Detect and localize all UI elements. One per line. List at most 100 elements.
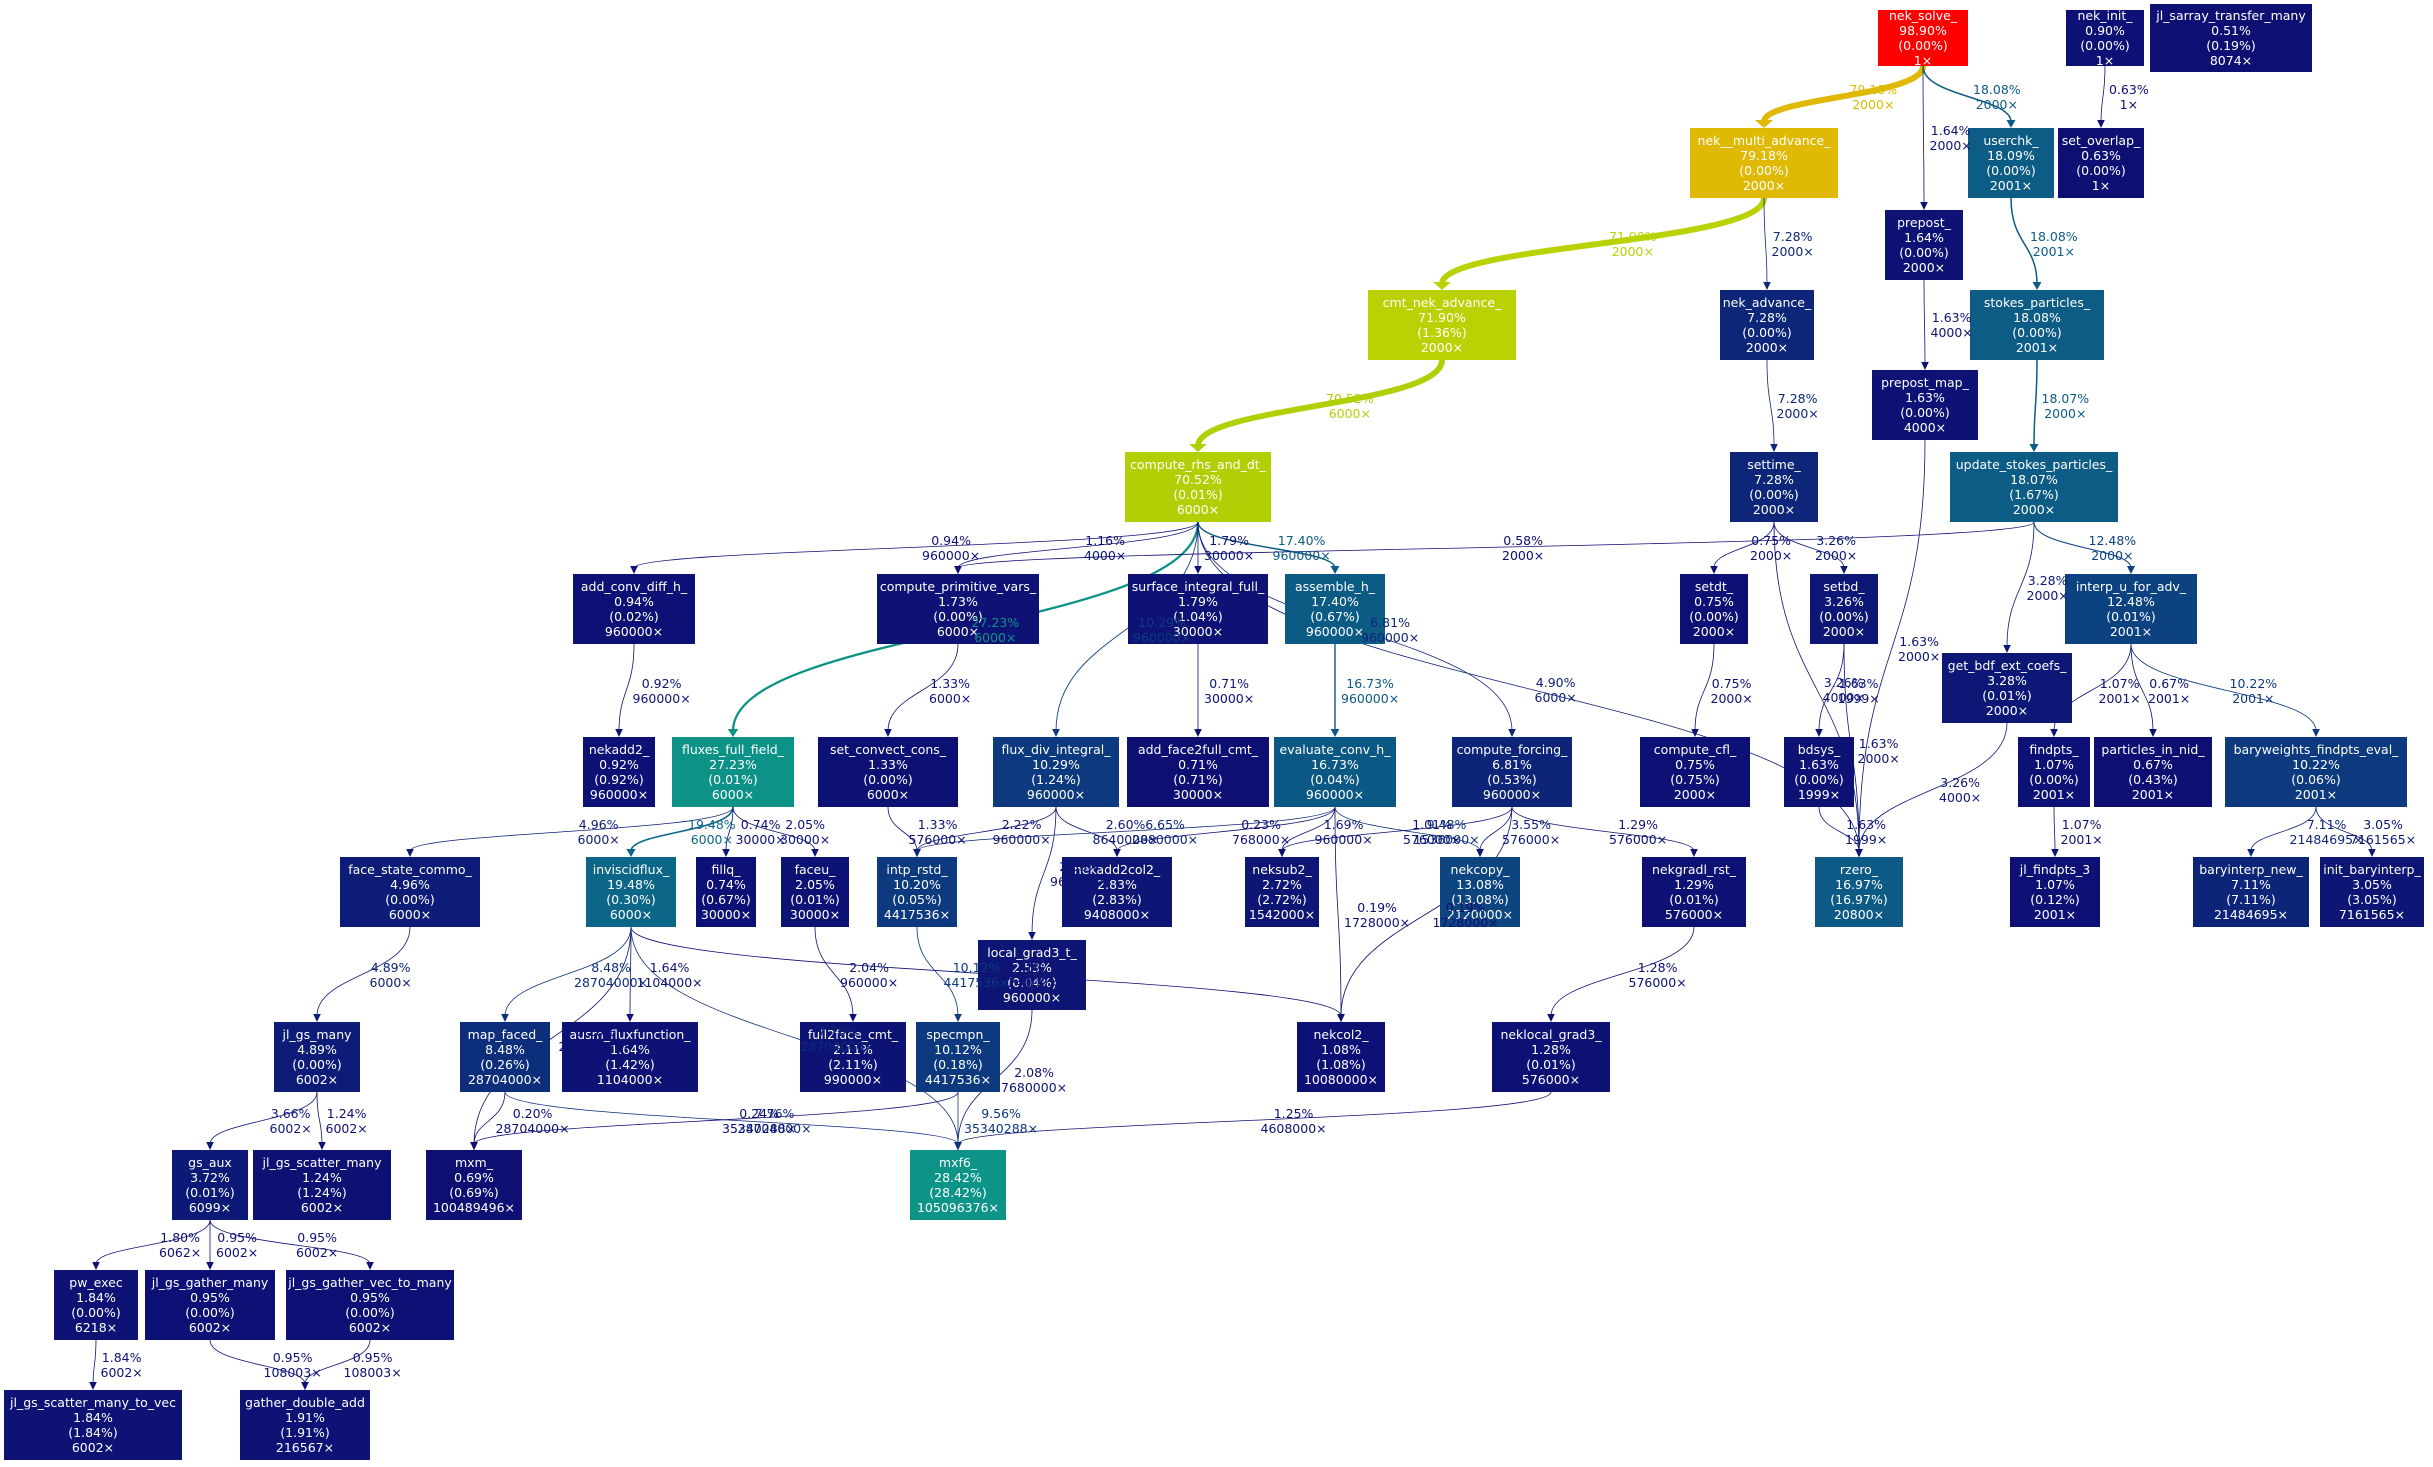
node-call-count: 6002×	[348, 1320, 392, 1335]
node-call-count: 6000×	[1176, 502, 1220, 517]
node-nek-multi-advance[interactable]: nek__multi_advance_79.18%(0.00%)2000×	[1690, 128, 1838, 198]
node-specmpn[interactable]: specmpn_10.12%(0.18%)4417536×	[916, 1022, 1000, 1092]
node-update-stokes[interactable]: update_stokes_particles_18.07%(1.67%)200…	[1950, 452, 2118, 522]
node-inviscidflux[interactable]: inviscidflux_19.48%(0.30%)6000×	[586, 857, 676, 927]
node-call-count: 1104000×	[596, 1072, 664, 1087]
node-init-baryinterp[interactable]: init_baryinterp_3.05%(3.05%)7161565×	[2320, 857, 2424, 927]
node-local-grad3-t[interactable]: local_grad3_t_2.53%(0.04%)960000×	[978, 940, 1086, 1010]
node-surface-integral[interactable]: surface_integral_full_1.79%(1.04%)30000×	[1128, 574, 1268, 644]
node-compute-rhs[interactable]: compute_rhs_and_dt_70.52%(0.01%)6000×	[1125, 452, 1271, 522]
node-get-bdf[interactable]: get_bdf_ext_coefs_3.28%(0.01%)2000×	[1942, 653, 2072, 723]
edge-arrowhead	[1920, 202, 1928, 210]
node-function-name: mxm_	[454, 1155, 493, 1170]
node-set-overlap[interactable]: set_overlap_0.63%(0.00%)1×	[2058, 128, 2144, 198]
node-total-percent: 98.90%	[1899, 23, 1947, 38]
edge-call-count: 6002×	[296, 1245, 339, 1260]
node-full2face-cmt[interactable]: full2face_cmt_2.11%(2.11%)990000×	[800, 1022, 906, 1092]
node-neklocal-grad3[interactable]: neklocal_grad3_1.28%(0.01%)576000×	[1492, 1022, 1610, 1092]
edge-arrowhead	[318, 1142, 326, 1150]
edge-call-count: 2000×	[1815, 548, 1858, 563]
node-call-count: 4417536×	[883, 907, 951, 922]
edge-label: 79.18%2000×	[1850, 82, 1898, 112]
edge-label: 19.48%6000×	[688, 817, 736, 847]
edge-call-count: 28704000×	[737, 1121, 812, 1136]
edge-label: 1.24%6002×	[326, 1106, 368, 1136]
node-mxm[interactable]: mxm_0.69%(0.69%)100489496×	[426, 1150, 522, 1220]
edge-label: 1.63%1999×	[1845, 817, 1887, 847]
node-add-conv-diff[interactable]: add_conv_diff_h_0.94%(0.02%)960000×	[573, 574, 695, 644]
node-call-count: 4000×	[1903, 420, 1947, 435]
node-findpts[interactable]: findpts_1.07%(0.00%)2001×	[2018, 737, 2090, 807]
node-rzero[interactable]: rzero_16.97%(16.97%)20800×	[1815, 857, 1903, 927]
node-compute-forcing[interactable]: compute_forcing_6.81%(0.53%)960000×	[1452, 737, 1572, 807]
node-setdt[interactable]: setdt_0.75%(0.00%)2000×	[1680, 574, 1748, 644]
node-compute-primitive[interactable]: compute_primitive_vars_1.73%(0.00%)6000×	[877, 574, 1039, 644]
node-intp-rstd[interactable]: intp_rstd_10.20%(0.05%)4417536×	[877, 857, 957, 927]
node-self-percent: (0.00%)	[1742, 325, 1792, 340]
node-fillq[interactable]: fillq_0.74%(0.67%)30000×	[696, 857, 756, 927]
edge-inviscidflux-to-ausm-fluxfunction	[629, 926, 632, 1017]
node-baryinterp-new[interactable]: baryinterp_new_7.11%(7.11%)21484695×	[2193, 857, 2309, 927]
edge-flux-div-integral-to-local-grad3-t	[1031, 806, 1057, 935]
node-cmt-nek-advance[interactable]: cmt_nek_advance_71.90%(1.36%)2000×	[1368, 290, 1516, 360]
node-settime[interactable]: settime_7.28%(0.00%)2000×	[1730, 452, 1818, 522]
node-setbd[interactable]: setbd_3.26%(0.00%)2000×	[1810, 574, 1878, 644]
edge-arrowhead	[1763, 282, 1771, 290]
node-map-faced[interactable]: map_faced_8.48%(0.26%)28704000×	[460, 1022, 550, 1092]
node-assemble-h[interactable]: assemble_h_17.40%(0.67%)960000×	[1285, 574, 1385, 644]
node-ausm-fluxfunction[interactable]: ausm_fluxfunction_1.64%(1.42%)1104000×	[562, 1022, 698, 1092]
node-userchk[interactable]: userchk_18.09%(0.00%)2001×	[1968, 128, 2054, 198]
node-nek-advance[interactable]: nek_advance_7.28%(0.00%)2000×	[1720, 290, 1814, 360]
node-nekgradl-rst[interactable]: nekgradl_rst_1.29%(0.01%)576000×	[1642, 857, 1746, 927]
node-particles-in-nid[interactable]: particles_in_nid_0.67%(0.43%)2001×	[2094, 737, 2212, 807]
node-function-name: nekcopy_	[1450, 862, 1510, 877]
node-call-count: 960000×	[1305, 787, 1365, 802]
node-call-count: 2001×	[2032, 787, 2076, 802]
edge-fluxes-full-field-to-inviscidflux	[630, 806, 734, 852]
node-stokes-particles[interactable]: stokes_particles_18.08%(0.00%)2001×	[1970, 290, 2104, 360]
node-evaluate-conv-h[interactable]: evaluate_conv_h_16.73%(0.04%)960000×	[1274, 737, 1396, 807]
node-self-percent: (1.36%)	[1417, 325, 1467, 340]
edge-call-count: 35340288×	[964, 1121, 1039, 1136]
node-nek-init[interactable]: nek_init_0.90%(0.00%)1×	[2066, 8, 2144, 68]
node-neksub2[interactable]: neksub2_2.72%(2.72%)1542000×	[1245, 857, 1319, 927]
node-nekadd2col2[interactable]: nekadd2col2_2.83%(2.83%)9408000×	[1062, 857, 1172, 927]
node-faceu[interactable]: faceu_2.05%(0.01%)30000×	[781, 857, 849, 927]
node-nekcol2[interactable]: nekcol2_1.08%(1.08%)10080000×	[1297, 1022, 1385, 1092]
edge-percent: 16.73%	[1346, 675, 1394, 691]
node-face-state[interactable]: face_state_commo_4.96%(0.00%)6000×	[340, 857, 480, 927]
node-baryweights[interactable]: baryweights_findpts_eval_10.22%(0.06%)20…	[2225, 737, 2407, 807]
node-interp-u[interactable]: interp_u_for_adv_12.48%(0.01%)2001×	[2065, 574, 2197, 644]
node-add-face2full[interactable]: add_face2full_cmt_0.71%(0.71%)30000×	[1127, 737, 1269, 807]
node-set-convect-cons[interactable]: set_convect_cons_1.33%(0.00%)6000×	[818, 737, 958, 807]
node-nekadd2[interactable]: nekadd2_0.92%(0.92%)960000×	[583, 737, 655, 807]
node-bdsys[interactable]: bdsys_1.63%(0.00%)1999×	[1784, 737, 1854, 807]
node-self-percent: (1.42%)	[605, 1057, 655, 1072]
edge-arrowhead	[954, 566, 962, 574]
edge-call-count: 6002×	[216, 1245, 259, 1260]
node-nekcopy[interactable]: nekcopy_13.08%(13.08%)2120000×	[1440, 857, 1520, 927]
edge-map-faced-to-mxf6	[504, 1091, 959, 1145]
edge-call-count: 576000×	[1609, 832, 1668, 847]
edge-call-count: 28704000×	[574, 974, 649, 990]
node-call-count: 28704000×	[467, 1072, 543, 1087]
node-nek-solve[interactable]: nek_solve_98.90%(0.00%)1×	[1878, 8, 1968, 68]
node-prepost[interactable]: prepost_1.64%(0.00%)2000×	[1885, 210, 1963, 280]
node-flux-div-integral[interactable]: flux_div_integral_10.29%(1.24%)960000×	[993, 737, 1119, 807]
node-mxf6[interactable]: mxf6_28.42%(28.42%)105096376×	[910, 1150, 1006, 1220]
edge-call-count: 6000×	[690, 832, 733, 847]
node-compute-cfl[interactable]: compute_cfl_0.75%(0.75%)2000×	[1640, 737, 1750, 807]
node-fluxes-full-field[interactable]: fluxes_full_field_27.23%(0.01%)6000×	[672, 737, 794, 807]
node-function-name: nekadd2_	[588, 742, 650, 757]
node-prepost-map[interactable]: prepost_map_1.63%(0.00%)4000×	[1872, 370, 1978, 440]
